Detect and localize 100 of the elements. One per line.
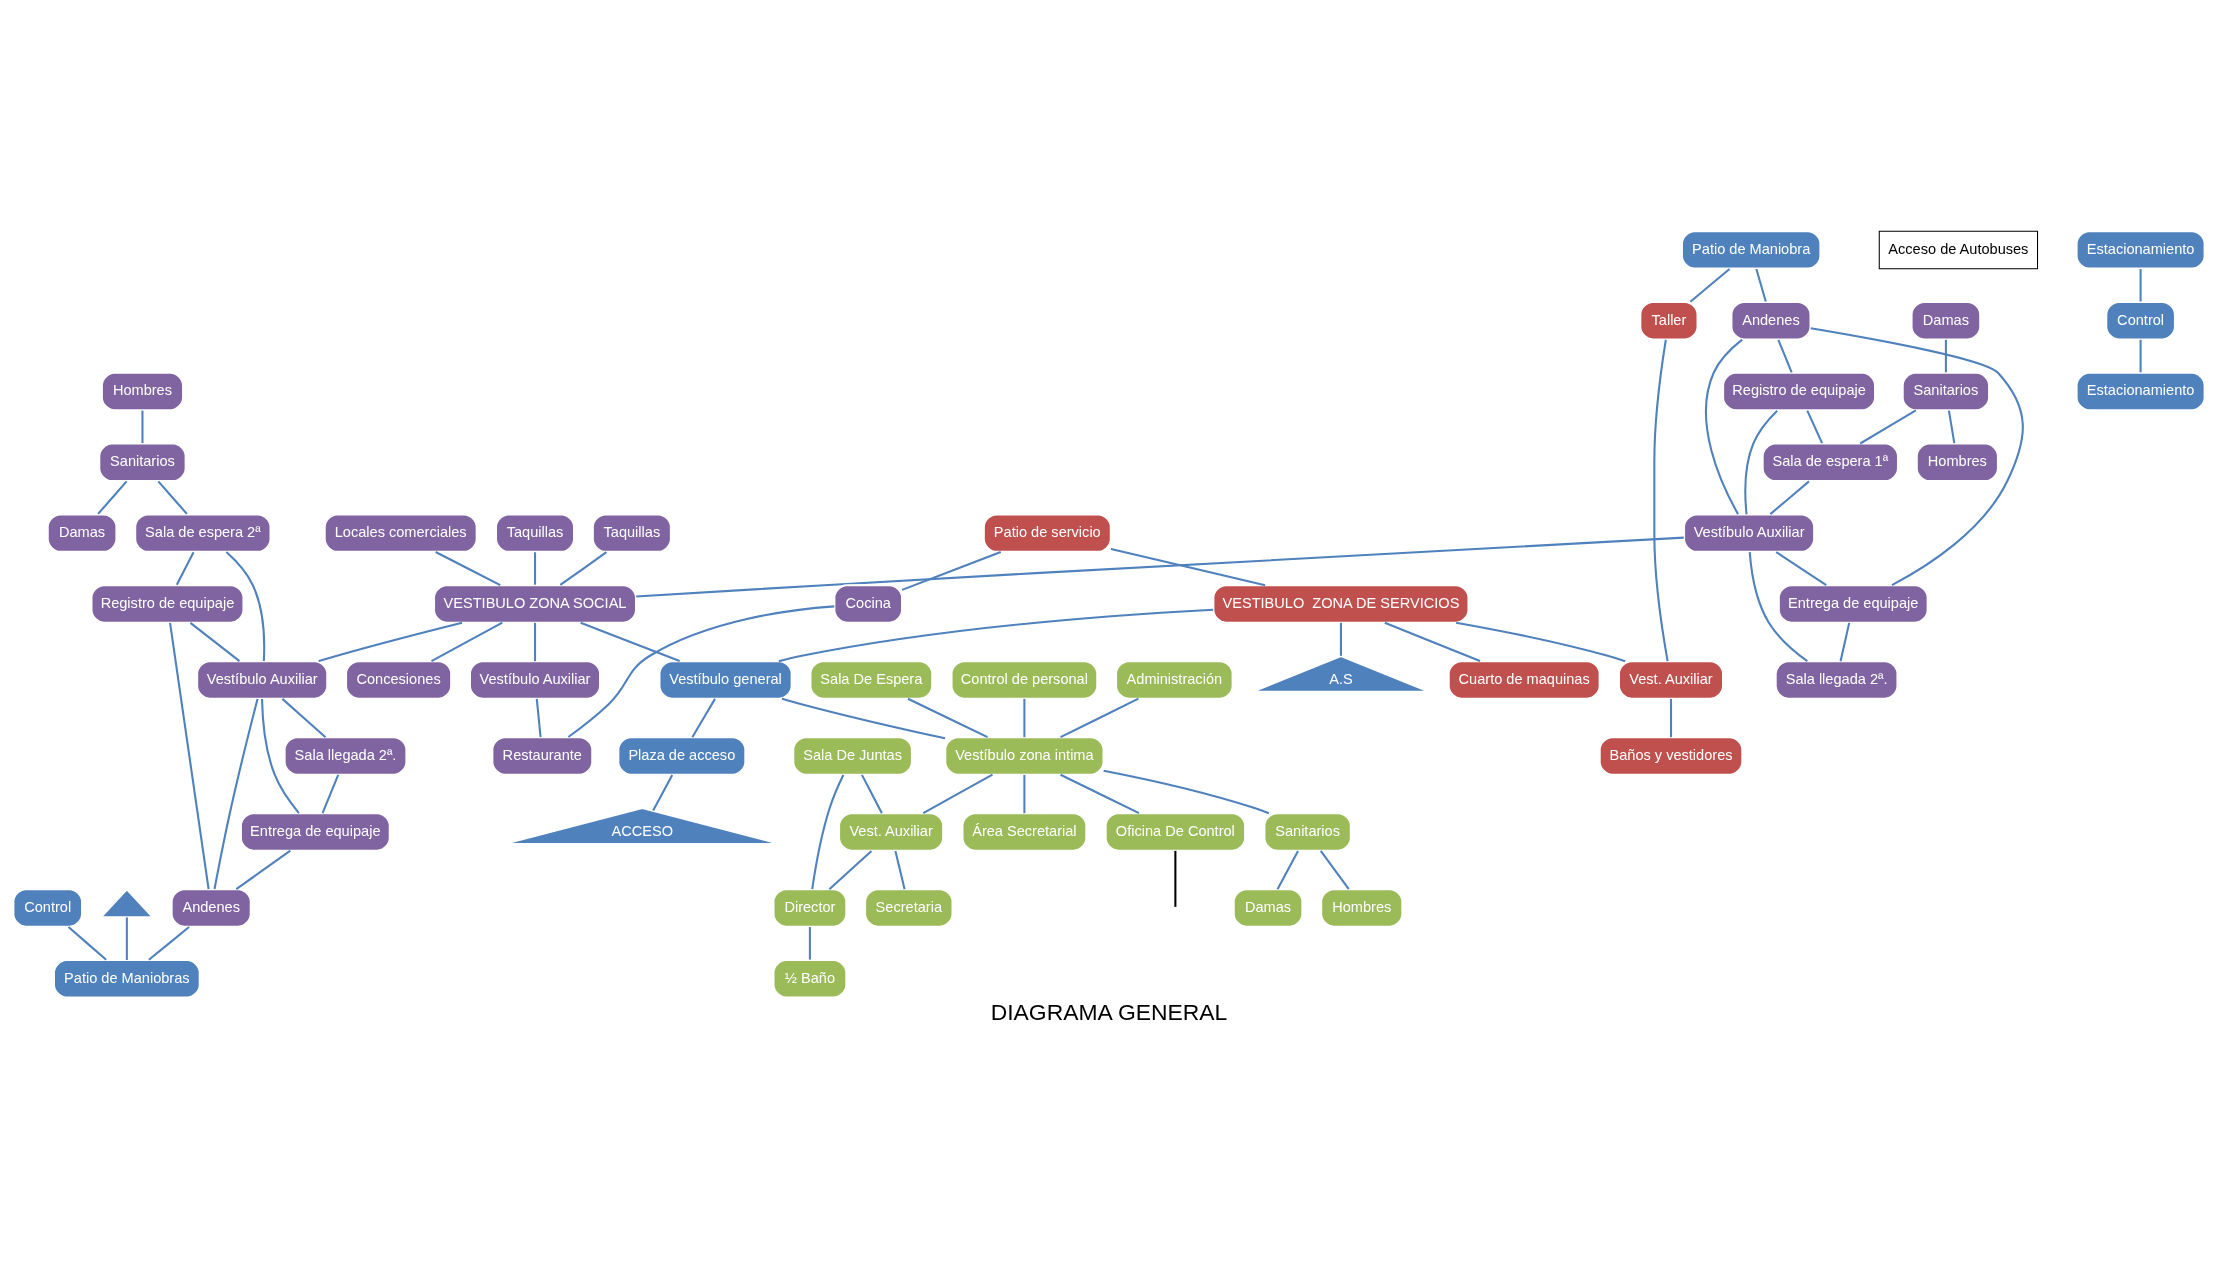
connector xyxy=(580,621,680,663)
node-box: Sanitarios xyxy=(1263,812,1352,852)
connector xyxy=(2139,339,2142,373)
connector xyxy=(901,551,1002,591)
node-box: Hombres xyxy=(1320,888,1404,928)
node-box: Baños y vestidores xyxy=(1598,736,1744,776)
connector xyxy=(534,622,537,662)
connector xyxy=(1777,339,1793,373)
node-box: Hombres xyxy=(100,371,185,412)
connector xyxy=(1748,551,1808,662)
node-box: Registro de equipaje xyxy=(1722,371,1877,412)
node-box: Entrega de equipaje xyxy=(1777,584,1929,624)
node-box: Sala de espera 1ª xyxy=(1761,442,1900,483)
node-box: Vestíbulo Auxiliar xyxy=(468,660,602,700)
node-box: Acceso de Autobuses xyxy=(1878,230,2039,270)
node-box: Estacionamiento xyxy=(2075,230,2206,270)
node-box: Taller xyxy=(1639,300,1699,341)
node-box: Cocina xyxy=(833,584,904,624)
node-box: Taquillas xyxy=(494,513,576,553)
connector xyxy=(1276,850,1299,890)
connector xyxy=(235,849,291,890)
connector xyxy=(97,480,128,515)
node-box: Sala De Espera xyxy=(809,660,934,700)
node-box: Secretaria xyxy=(864,888,954,928)
connector xyxy=(1806,410,1823,444)
connector xyxy=(559,551,608,586)
node-box: Locales comerciales xyxy=(323,513,478,553)
connector xyxy=(1744,409,1778,515)
connector xyxy=(534,552,537,585)
node-box: ½ Baño xyxy=(772,959,848,999)
connector xyxy=(781,697,946,740)
connector xyxy=(1689,268,1731,303)
connector xyxy=(157,480,188,515)
node-box: Concesiones xyxy=(345,660,453,700)
node-box: Sala llegada 2ª. xyxy=(283,736,408,776)
node-box: Andenes xyxy=(1730,300,1812,341)
connector xyxy=(1669,698,1673,738)
connector xyxy=(1455,621,1626,663)
connector xyxy=(261,698,300,814)
node-box: Control de personal xyxy=(950,660,1099,700)
node-box: Sanitarios xyxy=(98,442,187,483)
connector xyxy=(1769,480,1810,515)
connector xyxy=(1810,327,2024,586)
connector xyxy=(894,850,906,890)
connector xyxy=(1839,622,1851,662)
node-box: VESTIBULO ZONA SOCIAL xyxy=(432,584,638,624)
connector xyxy=(125,917,128,960)
connector xyxy=(175,551,195,586)
connector xyxy=(189,622,241,662)
connector xyxy=(1339,622,1342,656)
connector xyxy=(2139,269,2142,302)
node-box: Sanitarios xyxy=(1901,371,1991,412)
connector xyxy=(1174,850,1177,907)
node-box: Damas xyxy=(1910,300,1982,341)
node-box: Área Secretarial xyxy=(961,812,1088,852)
connector xyxy=(1060,773,1140,815)
connector xyxy=(808,927,811,960)
node-box: Entrega de equipaje xyxy=(239,812,391,852)
connector xyxy=(213,698,259,890)
node-box: Cuarto de maquinas xyxy=(1447,660,1601,700)
connector xyxy=(1060,697,1139,739)
connector xyxy=(861,774,883,814)
connector xyxy=(907,697,988,739)
node-box: Registro de equipaje xyxy=(90,584,245,624)
connector xyxy=(828,850,873,890)
connector xyxy=(1023,698,1026,738)
node-box: Andenes xyxy=(170,888,252,928)
connector xyxy=(169,622,210,890)
connector xyxy=(225,551,266,662)
connector xyxy=(922,773,993,814)
node-box: Damas xyxy=(1232,888,1304,928)
connector xyxy=(1103,769,1270,815)
connector xyxy=(148,926,190,961)
connector xyxy=(1947,410,1956,444)
node-box: Patio de Maniobras xyxy=(52,959,201,999)
connector xyxy=(636,536,1684,598)
diagram-title: DIAGRAMA GENERAL xyxy=(990,999,1228,1026)
connector xyxy=(321,774,340,814)
node-box: Oficina De Control xyxy=(1104,812,1247,852)
connector xyxy=(1944,339,1947,373)
connector xyxy=(67,926,107,961)
node-box: Control xyxy=(2105,300,2176,341)
node-box: Vest. Auxiliar xyxy=(1617,660,1725,700)
connector xyxy=(281,698,327,738)
node-box: Administración xyxy=(1115,660,1234,700)
node-box: Vestíbulo Auxiliar xyxy=(1683,513,1816,553)
connector xyxy=(1704,338,1743,515)
connector xyxy=(318,621,463,663)
connector xyxy=(431,621,503,662)
node-box: Plaza de acceso xyxy=(617,736,747,776)
node-box: Vestíbulo general xyxy=(658,660,793,700)
connector xyxy=(1319,850,1350,890)
connector xyxy=(435,551,501,587)
connector xyxy=(1755,268,1767,302)
connector xyxy=(567,605,835,738)
node-box: Damas xyxy=(46,513,118,553)
connector xyxy=(652,774,674,812)
node-box: Sala de espera 2ª xyxy=(134,513,272,553)
node-box: Estacionamiento xyxy=(2075,371,2206,412)
connector xyxy=(1859,409,1917,445)
